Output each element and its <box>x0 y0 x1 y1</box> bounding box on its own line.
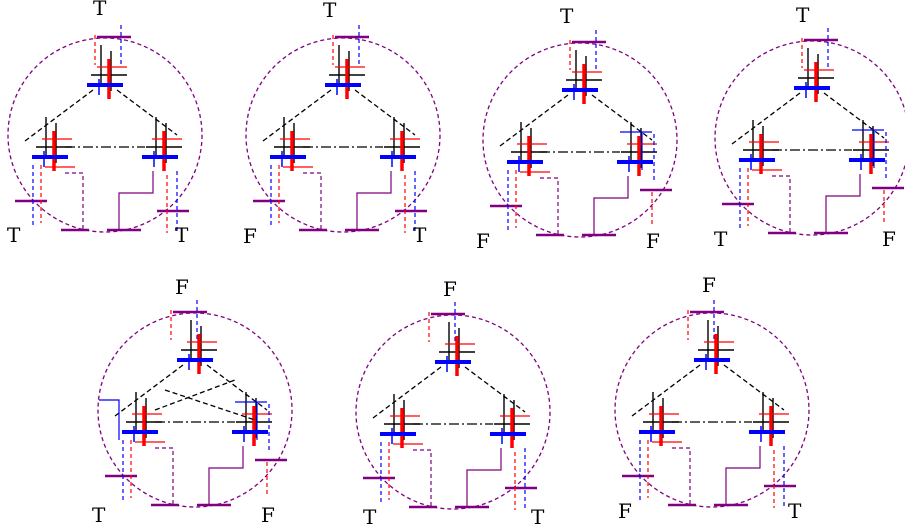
circuit-body <box>7 25 203 233</box>
bottom-left-wire <box>672 447 691 504</box>
left-label: F <box>243 224 257 248</box>
left-label: T <box>7 223 21 247</box>
link-top-left <box>24 89 94 142</box>
right-label: T <box>413 223 427 247</box>
right-label: F <box>882 227 896 251</box>
circuit-diagram-1: T T T <box>7 0 203 247</box>
left-label: T <box>363 505 377 529</box>
bottom-right-wire <box>356 171 392 229</box>
link-top-left <box>631 364 701 417</box>
circuit-diagram-5: F T F <box>92 275 293 527</box>
left-label: F <box>476 229 490 253</box>
circuit-body <box>245 25 441 233</box>
top-label: T <box>560 4 574 28</box>
bottom-right-wire <box>466 448 502 506</box>
right-label: F <box>261 503 275 527</box>
circuit-body <box>614 300 810 508</box>
link-top-right <box>354 89 416 136</box>
top-label: T <box>323 0 337 22</box>
link-top-right <box>464 366 526 413</box>
right-label: T <box>788 499 802 523</box>
left-blue-top <box>99 399 120 440</box>
circuit-body <box>714 28 905 236</box>
link-top-right <box>206 364 268 411</box>
link-top-left <box>262 89 332 142</box>
top-label: T <box>796 3 810 27</box>
top-label: F <box>702 273 716 297</box>
bottom-right-wire <box>593 176 629 234</box>
circuit-diagram-4: T T F <box>714 3 905 251</box>
top-label: F <box>175 275 189 299</box>
link-top-left <box>372 366 442 419</box>
top-label: T <box>93 0 107 20</box>
circuit-diagram-6: F T T <box>355 277 551 529</box>
bottom-left-wire <box>65 172 84 229</box>
link-top-left <box>114 364 184 417</box>
right-label: T <box>175 223 189 247</box>
circuit-body <box>355 302 551 510</box>
left-label: T <box>92 503 106 527</box>
link-top-right <box>591 94 653 141</box>
circuit-body <box>97 300 293 508</box>
circuit-diagram-2: T F T <box>243 0 441 248</box>
link-top-right <box>823 92 885 139</box>
bottom-right-wire <box>725 446 761 504</box>
bottom-right-wire <box>825 174 861 232</box>
bottom-left-wire <box>772 175 791 232</box>
left-label: F <box>618 499 632 523</box>
circuit-diagram-7: F F T <box>614 273 810 523</box>
link-top-right <box>723 364 785 411</box>
right-label: F <box>646 229 660 253</box>
top-label: F <box>443 277 457 301</box>
bottom-right-wire <box>208 446 244 504</box>
bottom-left-wire <box>540 177 559 234</box>
right-label: T <box>531 505 545 529</box>
link-top-left <box>731 92 801 145</box>
circuit-body <box>482 30 678 238</box>
bottom-left-wire <box>303 172 322 229</box>
bottom-left-wire <box>155 447 174 504</box>
left-label: T <box>714 227 728 251</box>
circuit-diagram-3: T F F <box>476 4 678 253</box>
link-cross-2 <box>154 379 236 411</box>
link-top-right <box>116 89 178 136</box>
link-top-left <box>499 94 569 147</box>
bottom-left-wire <box>413 449 432 506</box>
bottom-right-wire <box>118 171 154 229</box>
link-cross-1 <box>164 389 256 421</box>
